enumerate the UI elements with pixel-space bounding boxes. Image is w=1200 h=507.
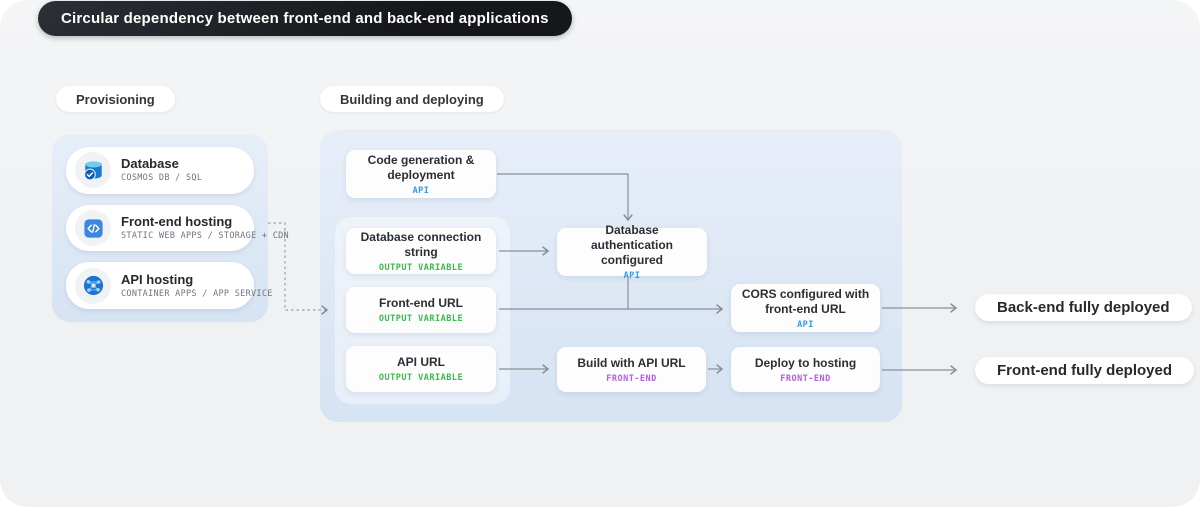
node-title: Code generation & deployment [367,152,475,182]
node-api-url: API URL OUTPUT VARIABLE [346,346,496,392]
node-frontend-url: Front-end URL OUTPUT VARIABLE [346,287,496,333]
result-backend-deployed: Back-end fully deployed [975,294,1192,321]
building-deploying-panel: Code generation & deployment API Databas… [320,130,902,422]
node-tag-front-end: FRONT-END [780,373,831,384]
node-title: Database connection string [360,229,482,259]
card-database: Database COSMOS DB / SQL [66,147,254,194]
node-title: Build with API URL [577,355,686,370]
card-frontend-hosting: Front-end hosting STATIC WEB APPS / STOR… [66,204,289,252]
diagram-title: Circular dependency between front-end an… [38,1,572,36]
node-title: Database authentication configured [590,223,673,267]
node-title: Front-end URL [379,296,463,310]
card-frontend-hosting-title: Front-end hosting [121,213,233,229]
node-tag-api: API [412,185,430,196]
card-api-hosting-subtitle: CONTAINER APPS / APP SERVICE [121,288,273,299]
node-build-with-api-url: Build with API URL FRONT-END [557,347,706,392]
node-database-authentication: Database authentication configured API [557,223,707,281]
node-database-connection-string: Database connection string OUTPUT VARIAB… [346,228,496,274]
node-tag-api: API [623,271,641,281]
node-tag-front-end: FRONT-END [606,373,657,384]
database-icon [75,152,111,189]
result-frontend-deployed: Front-end fully deployed [975,357,1194,384]
node-cors-configured: CORS configured with front-end URL API [731,284,880,332]
node-tag-output-variable: OUTPUT VARIABLE [378,373,464,383]
node-title: Deploy to hosting [754,355,857,370]
node-deploy-to-hosting: Deploy to hosting FRONT-END [731,347,880,392]
card-database-subtitle: COSMOS DB / SQL [121,173,203,184]
globe-network-icon [75,267,111,304]
card-api-hosting: API hosting CONTAINER APPS / APP SERVICE [66,262,273,310]
node-title: CORS configured with front-end URL [741,286,870,316]
code-icon [75,210,111,246]
node-tag-api: API [797,319,814,330]
section-label-provisioning: Provisioning [56,86,175,112]
card-frontend-hosting-subtitle: STATIC WEB APPS / STORAGE + CDN [121,231,289,242]
node-tag-output-variable: OUTPUT VARIABLE [378,262,464,273]
node-title: API URL [397,355,445,369]
node-tag-output-variable: OUTPUT VARIABLE [378,314,464,324]
card-database-title: Database [121,156,179,172]
provisioning-panel: Database COSMOS DB / SQL Front-end hosti… [52,134,289,322]
card-api-hosting-title: API hosting [121,271,194,287]
section-label-building: Building and deploying [320,86,504,112]
node-code-generation: Code generation & deployment API [346,150,496,198]
